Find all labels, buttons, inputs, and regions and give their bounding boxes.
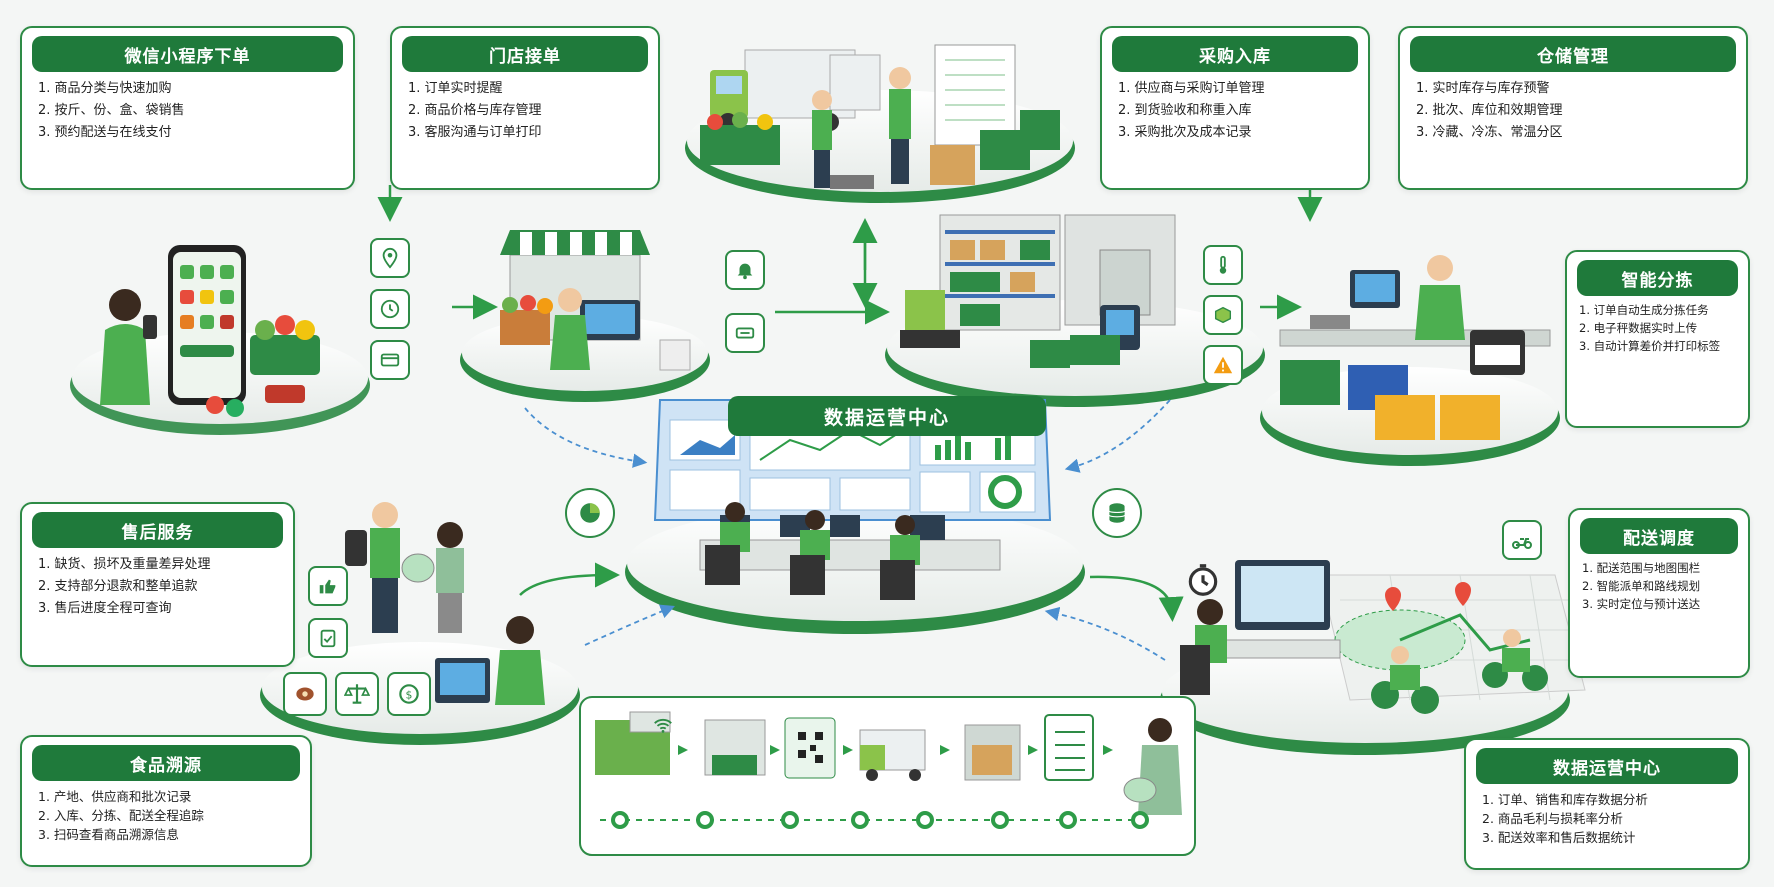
operators-illustration [699, 502, 1001, 600]
meat-icon [283, 672, 327, 716]
aftersale-illustration [345, 502, 545, 705]
panel-title: 售后服务 [32, 512, 283, 548]
list-item: 1. 订单、销售和库存数据分析 [1482, 792, 1648, 807]
list-item: 1. 商品分类与快速加购 [38, 81, 172, 96]
panel-store-order: 门店接单 1. 订单实时提醒 2. 商品价格与库存管理 3. 客服沟通与订单打印 [390, 26, 660, 190]
panel-warehouse: 仓储管理 1. 实时库存与库存预警 2. 批次、库位和效期管理 3. 冷藏、冷冻… [1398, 26, 1748, 190]
list-item: 2. 到货验收和称重入库 [1118, 103, 1252, 118]
warning-icon [1203, 345, 1243, 385]
truck-illustration [710, 49, 881, 131]
list-item: 2. 按斤、份、盒、袋销售 [38, 103, 185, 118]
list-item: 1. 缺货、损坏及重量差异处理 [38, 557, 211, 572]
list-item: 2. 商品毛利与损耗率分析 [1482, 811, 1623, 826]
panel-purchase: 采购入库 1. 供应商与采购订单管理 2. 到货验收和称重入库 3. 采购批次及… [1100, 26, 1370, 190]
panel-list: 1. 产地、供应商和批次记录 2. 入库、分拣、配送全程追踪 3. 扫码查看商品… [38, 787, 310, 844]
panel-delivery: 配送调度 1. 配送范围与地图围栏 2. 智能派单和路线规划 3. 实时定位与预… [1568, 508, 1750, 678]
flow-arrows [377, 185, 1323, 622]
list-item: 3. 扫码查看商品溯源信息 [38, 827, 179, 842]
svg-text:$: $ [406, 688, 413, 701]
list-item: 3. 冷藏、冷冻、常温分区 [1416, 125, 1563, 140]
list-item: 1. 订单实时提醒 [408, 81, 503, 96]
wifi-icon [650, 712, 676, 738]
panel-title: 仓储管理 [1410, 36, 1736, 72]
bell-icon [725, 250, 765, 290]
clipboard-icon [308, 618, 348, 658]
panel-title: 门店接单 [402, 36, 648, 72]
delivery-illustration [1180, 560, 1586, 714]
thermometer-icon [1203, 245, 1243, 285]
panel-list: 1. 实时库存与库存预警 2. 批次、库位和效期管理 3. 冷藏、冷冻、常温分区 [1416, 78, 1746, 144]
list-item: 3. 采购批次及成本记录 [1118, 125, 1252, 140]
card-icon [370, 340, 410, 380]
scooter-icon [1502, 520, 1542, 560]
panel-list: 1. 供应商与采购订单管理 2. 到货验收和称重入库 3. 采购批次及成本记录 [1118, 78, 1368, 144]
purchase-workers-illustration [700, 44, 1060, 189]
panel-title: 采购入库 [1112, 36, 1358, 72]
list-item: 3. 配送效率和售后数据统计 [1482, 830, 1636, 845]
panel-aftersale: 售后服务 1. 缺货、损坏及重量差异处理 2. 支持部分退款和整单追款 3. 售… [20, 502, 295, 667]
center-title: 数据运营中心 [728, 396, 1046, 436]
panel-data-ops: 数据运营中心 1. 订单、销售和库存数据分析 2. 商品毛利与损耗率分析 3. … [1464, 738, 1750, 870]
sorting-illustration [1279, 255, 1551, 440]
list-item: 2. 智能派单和路线规划 [1582, 579, 1701, 593]
ticket-icon [725, 313, 765, 353]
panel-list: 1. 订单自动生成分拣任务 2. 电子秤数据实时上传 3. 自动计算差价并打印标… [1579, 302, 1738, 354]
list-item: 2. 支持部分退款和整单追款 [38, 579, 198, 594]
panel-sorting: 智能分拣 1. 订单自动生成分拣任务 2. 电子秤数据实时上传 3. 自动计算差… [1565, 250, 1750, 428]
panel-title: 数据运营中心 [1476, 748, 1738, 784]
list-item: 2. 入库、分拣、配送全程追踪 [38, 808, 204, 823]
courier-2 [1482, 629, 1548, 691]
thumbs-up-icon [308, 566, 348, 606]
shopper-illustration [100, 289, 157, 405]
location-icon [370, 238, 410, 278]
list-item: 3. 客服沟通与订单打印 [408, 125, 542, 140]
panel-title: 智能分拣 [1577, 260, 1738, 296]
panel-list: 1. 商品分类与快速加购 2. 按斤、份、盒、袋销售 3. 预约配送与在线支付 [38, 78, 353, 144]
refund-icon: $ [387, 672, 431, 716]
warehouse-illustration [900, 214, 1176, 368]
trace-strip [579, 696, 1196, 856]
list-item: 3. 自动计算差价并打印标签 [1579, 339, 1721, 353]
panel-list: 1. 缺货、损坏及重量差异处理 2. 支持部分退款和整单追款 3. 售后进度全程… [38, 554, 293, 620]
courier-1 [1371, 646, 1439, 714]
panel-wechat-order: 微信小程序下单 1. 商品分类与快速加购 2. 按斤、份、盒、袋销售 3. 预约… [20, 26, 355, 190]
clock-icon [370, 289, 410, 329]
database-icon [1092, 488, 1142, 538]
panel-title: 微信小程序下单 [32, 36, 343, 72]
panel-list: 1. 订单实时提醒 2. 商品价格与库存管理 3. 客服沟通与订单打印 [408, 78, 658, 144]
panel-list: 1. 订单、销售和库存数据分析 2. 商品毛利与损耗率分析 3. 配送效率和售后… [1482, 790, 1748, 847]
list-item: 2. 商品价格与库存管理 [408, 103, 542, 118]
list-item: 3. 售后进度全程可查询 [38, 601, 172, 616]
box-icon [1203, 295, 1243, 335]
panel-trace: 食品溯源 1. 产地、供应商和批次记录 2. 入库、分拣、配送全程追踪 3. 扫… [20, 735, 312, 867]
list-item: 3. 预约配送与在线支付 [38, 125, 172, 140]
list-item: 1. 配送范围与地图围栏 [1582, 561, 1701, 575]
list-item: 1. 产地、供应商和批次记录 [38, 789, 192, 804]
pie-chart-icon [565, 488, 615, 538]
phone-illustration [168, 245, 246, 405]
data-arrows [524, 399, 1171, 661]
storefront-illustration [500, 230, 691, 371]
panel-title: 食品溯源 [32, 745, 300, 781]
scale-icon [335, 672, 379, 716]
list-item: 1. 订单自动生成分拣任务 [1579, 303, 1709, 317]
list-item: 1. 供应商与采购订单管理 [1118, 81, 1265, 96]
list-item: 3. 实时定位与预计送达 [1582, 597, 1701, 611]
list-item: 1. 实时库存与库存预警 [1416, 81, 1550, 96]
grocery-basket-illustration [206, 315, 320, 417]
panel-list: 1. 配送范围与地图围栏 2. 智能派单和路线规划 3. 实时定位与预计送达 [1582, 560, 1738, 612]
stopwatch-icon [1178, 555, 1228, 605]
list-item: 2. 批次、库位和效期管理 [1416, 103, 1563, 118]
panel-title: 配送调度 [1580, 518, 1738, 554]
list-item: 2. 电子秤数据实时上传 [1579, 321, 1698, 335]
